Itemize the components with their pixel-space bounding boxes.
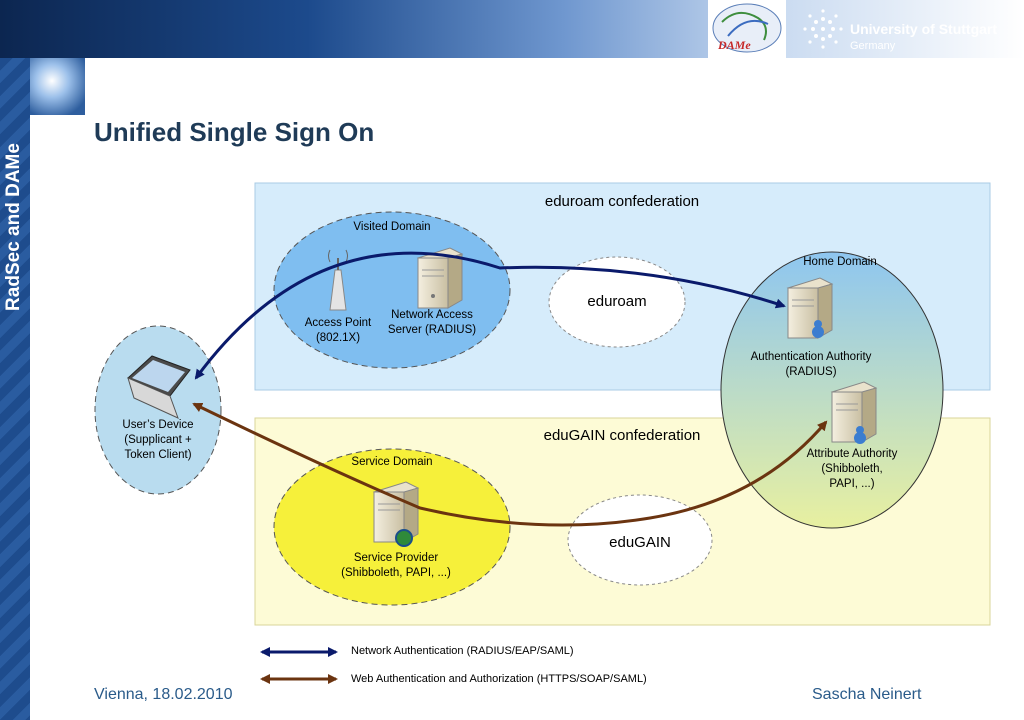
page-title: Unified Single Sign On bbox=[94, 117, 375, 147]
edugain-confederation-label: eduGAIN confederation bbox=[543, 427, 701, 444]
auth-authority-label: Authentication Authority (RADIUS) bbox=[750, 351, 872, 378]
attr-server-icon bbox=[830, 381, 878, 444]
users-device-ellipse bbox=[94, 325, 222, 495]
header-banner bbox=[0, 0, 1024, 58]
web-auth-arrow bbox=[192, 402, 828, 527]
footer-author: Sascha Neinert bbox=[812, 686, 922, 703]
edugain-cloud-label: eduGAIN bbox=[609, 534, 671, 551]
university-country: Germany bbox=[850, 40, 896, 52]
users-device-label: User’s Device (Supplicant + Token Client… bbox=[122, 419, 194, 461]
footer-location-date: Vienna, 18.02.2010 bbox=[94, 686, 233, 703]
visited-domain-label: Visited Domain bbox=[353, 221, 431, 233]
university-seal-icon bbox=[803, 9, 843, 49]
corner-image bbox=[30, 58, 85, 115]
edugain-cloud bbox=[567, 494, 713, 586]
legend-web-label: Web Authentication and Authorization (HT… bbox=[351, 673, 647, 685]
side-banner bbox=[0, 58, 30, 720]
legend-network-label: Network Authentication (RADIUS/EAP/SAML) bbox=[351, 645, 574, 657]
service-domain-label: Service Domain bbox=[351, 456, 433, 468]
eduroam-cloud-label: eduroam bbox=[587, 293, 647, 310]
nas-label: Network Access Server (RADIUS) bbox=[387, 309, 477, 336]
auth-server-icon bbox=[786, 277, 834, 339]
home-domain-label: Home Domain bbox=[803, 256, 877, 268]
university-logo bbox=[798, 0, 1024, 58]
service-provider-label: Service Provider (Shibboleth, PAPI, ...) bbox=[341, 552, 451, 579]
dame-logo bbox=[708, 0, 786, 58]
laptop-icon bbox=[127, 355, 191, 419]
university-name: University of Stuttgart bbox=[850, 21, 998, 37]
network-auth-arrow bbox=[194, 251, 786, 380]
dame-logo-graphic bbox=[712, 3, 782, 53]
dame-logo-text: DAMe bbox=[718, 38, 751, 52]
eduroam-confederation-label: eduroam confederation bbox=[544, 193, 700, 210]
access-point-label: Access Point (802.1X) bbox=[304, 317, 372, 344]
attr-authority-label: Attribute Authority (Shibboleth, PAPI, .… bbox=[806, 448, 898, 490]
